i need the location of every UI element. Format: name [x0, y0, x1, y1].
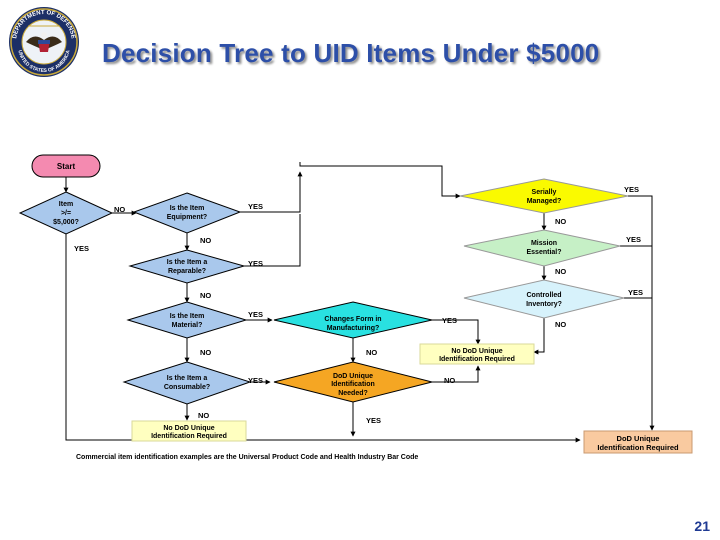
start-label: Start	[57, 162, 76, 171]
no-uid-mid-line2: Identification Required	[439, 356, 515, 363]
label-no: NO	[200, 291, 211, 300]
equipment-label-line1: Is the Item	[170, 205, 205, 212]
consumable-label-line2: Consumable?	[164, 384, 210, 391]
changes-form-label-line2: Manufacturing?	[327, 325, 380, 332]
item-over-5000-label-line1: Item	[59, 201, 73, 208]
serially-label-line1: Serially	[532, 189, 557, 196]
label-yes: YES	[442, 316, 457, 325]
label-yes: YES	[366, 416, 381, 425]
slide-title: Decision Tree to UID Items Under $5000	[102, 38, 600, 68]
equipment-label-line2: Equipment?	[167, 214, 207, 221]
page-number: 21	[694, 518, 710, 534]
dod-uid-needed-line3: Needed?	[338, 390, 368, 397]
label-no: NO	[444, 376, 455, 385]
connector	[628, 195, 655, 431]
dod-uid-needed-line2: Identification	[331, 381, 375, 388]
label-yes: YES	[624, 185, 639, 194]
mission-label-line2: Essential?	[526, 249, 561, 256]
connector	[65, 234, 581, 443]
label-yes: YES	[628, 288, 643, 297]
dod-uid-needed-decision	[273, 361, 433, 403]
reparable-label-line1: Is the Item a	[167, 259, 208, 266]
no-uid-left-line1: No DoD Unique	[163, 425, 214, 432]
label-no: NO	[198, 411, 209, 420]
item-over-5000-label-line3: $5,000?	[53, 219, 79, 226]
no-uid-required-box-mid	[419, 343, 535, 365]
controlled-label-line2: Inventory?	[526, 301, 562, 308]
reparable-decision	[128, 249, 246, 284]
label-no: NO	[555, 320, 566, 329]
label-no: NO	[555, 267, 566, 276]
start-node	[31, 154, 101, 178]
connector	[299, 162, 461, 199]
material-decision	[126, 301, 248, 339]
dod-uid-required-line2: Identification Required	[597, 443, 679, 452]
label-yes: YES	[248, 376, 263, 385]
serially-label-line2: Managed?	[527, 198, 562, 205]
material-label-line2: Material?	[172, 322, 203, 329]
item-over-5000-label-line2: >/=	[61, 210, 71, 217]
consumable-label-line1: Is the Item a	[167, 375, 208, 382]
changes-form-label-line1: Changes Form in	[324, 316, 381, 323]
label-yes: YES	[248, 310, 263, 319]
label-no: NO	[200, 236, 211, 245]
consumable-decision	[122, 361, 252, 405]
mission-essential-decision	[463, 229, 621, 267]
no-uid-required-box-left	[131, 420, 247, 442]
equipment-decision	[132, 192, 242, 234]
connector	[244, 214, 301, 267]
dod-uid-required-line1: DoD Unique	[617, 434, 660, 443]
item-over-5000-decision	[18, 191, 114, 235]
connector	[432, 319, 481, 345]
controlled-inventory-decision	[463, 279, 625, 319]
mission-label-line1: Mission	[531, 240, 557, 247]
label-yes: YES	[248, 259, 263, 268]
label-yes: YES	[248, 202, 263, 211]
reparable-label-line2: Reparable?	[168, 268, 206, 275]
label-no: NO	[114, 205, 125, 214]
label-yes: YES	[74, 244, 89, 253]
dod-seal-logo: DEPARTMENT OF DEFENSE UNITED STATES OF A…	[9, 7, 79, 77]
connector	[432, 365, 481, 383]
connector	[533, 318, 545, 355]
connector	[240, 171, 303, 213]
changes-form-decision	[273, 301, 433, 339]
label-yes: YES	[626, 235, 641, 244]
controlled-label-line1: Controlled	[527, 292, 562, 299]
material-label-line1: Is the Item	[170, 313, 205, 320]
footnote: Commercial item identification examples …	[76, 454, 418, 461]
label-no: NO	[555, 217, 566, 226]
no-uid-left-line2: Identification Required	[151, 433, 227, 440]
label-no: NO	[200, 348, 211, 357]
dod-uid-needed-line1: DoD Unique	[333, 373, 373, 380]
serially-managed-decision	[459, 178, 629, 214]
no-uid-mid-line1: No DoD Unique	[451, 348, 502, 355]
dod-uid-required-box	[583, 430, 693, 454]
label-no: NO	[366, 348, 377, 357]
